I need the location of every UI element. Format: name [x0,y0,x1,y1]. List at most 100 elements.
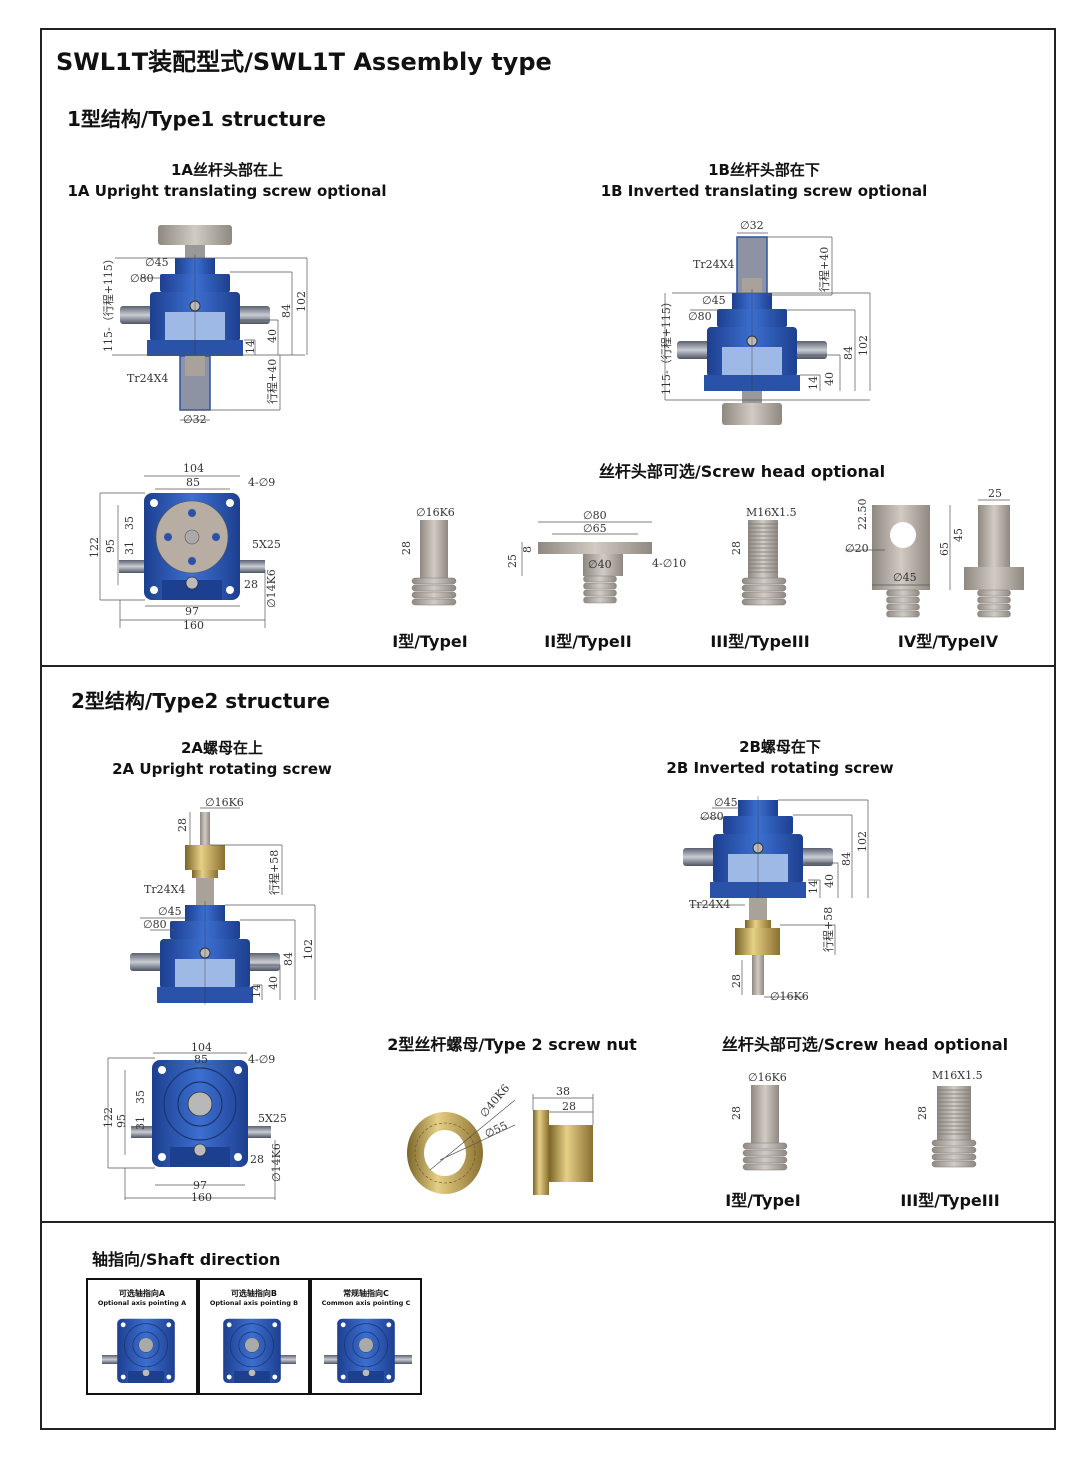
dim: 28 [400,541,413,555]
dim: 28 [916,1106,929,1120]
dim-97: 97 [185,605,199,618]
shaft-direction-thumb-a [102,1318,176,1384]
dim-stroke: 行程+58 [822,907,835,952]
shaft-direction-thumb-c [324,1318,412,1384]
option-c-en: Common axis pointing C [321,1299,411,1307]
dim-shaft: ∅14K6 [270,1143,283,1182]
section-divider [40,665,1056,667]
fig-1a-title: 1A丝杆头部在上 1A Upright translating screw op… [47,160,407,202]
dim-122: 122 [102,1107,115,1128]
fig-2a-title-cn: 2A螺母在上 [180,739,264,757]
fig-2b-title-cn: 2B螺母在下 [739,738,821,756]
nut-body [549,1125,593,1182]
gearbox-bottom-view [151,1059,249,1168]
dim-35: 35 [134,1090,147,1104]
screw-head-type-i-2: ∅16K6 28 [730,1071,788,1171]
dim-160: 160 [191,1191,212,1204]
fig-1b-title-cn: 1B丝杆头部在下 [708,161,820,179]
type-i-label: I型/TypeI [392,632,468,651]
dim-d80: ∅80 [700,810,724,823]
dim: ∅16K6 [416,506,455,519]
shaft-direction-option-c[interactable]: 常规轴指向C Common axis pointing C [310,1278,422,1395]
dim-d80: ∅80 [143,918,167,931]
dim: 28 [562,1100,576,1113]
bottom-view-2: 104 85 4-∅9 122 95 35 31 5X25 28 ∅14K6 9… [102,1041,287,1204]
dim-35: 35 [123,516,136,530]
dim-14: 14 [250,984,263,998]
jack-1b-drawing: ∅32 Tr24X4 行程+40 ∅45 ∅80 115-（行程+115） 10… [660,219,871,425]
dim-d16: ∅16K6 [770,990,809,1003]
dim-104: 104 [183,462,204,475]
fig-2a-title-en: 2A Upright rotating screw [112,760,332,778]
nut-flange [533,1110,549,1195]
screw-nut-drawing: ∅40K6 ∅55 38 28 [407,1082,594,1195]
fig-2a-title: 2A螺母在上 2A Upright rotating screw [62,738,382,780]
dim: 25 [988,487,1002,500]
dim-thread: Tr24X4 [693,258,734,271]
dim-d32: ∅32 [183,413,207,426]
dim-28: 28 [730,974,743,988]
screw-head-heading-2: 丝杆头部可选/Screw head optional [721,1035,1009,1054]
fig-2b-title: 2B螺母在下 2B Inverted rotating screw [620,737,940,779]
dim-shaft: ∅14K6 [265,569,278,608]
bottom-plate [722,403,782,425]
screw-head-type-i: ∅16K6 28 [400,506,457,606]
dim: ∅16K6 [748,1071,787,1084]
dim-102: 102 [295,291,308,312]
dim-104: 104 [191,1041,212,1054]
type-i-label-2: I型/TypeI [725,1191,801,1210]
dim: 25 [506,554,519,568]
dim-d16: ∅16K6 [205,796,244,809]
dim-d45: ∅45 [702,294,726,307]
dim-14: 14 [807,376,820,390]
dim-key: 5X25 [252,538,281,551]
dim-40: 40 [266,329,279,343]
dim: ∅20 [845,542,869,555]
screw-thread [742,278,762,295]
screw-head-type-ii: ∅80 ∅65 8 25 ∅40 4-∅10 [506,509,686,604]
dim-14: 14 [244,340,257,354]
dim-holes: 4-∅9 [248,476,275,489]
type-iii-label: III型/TypeIII [710,632,810,651]
dim-84: 84 [842,346,855,360]
dim-28: 28 [244,578,258,591]
dim-stroke: 行程+58 [268,850,281,895]
screw-head-type-iii: M16X1.5 28 [730,506,797,606]
dim-31: 31 [123,541,136,555]
type2-heading: 2型结构/Type2 structure [71,689,330,713]
type-iv-label: IV型/TypeIV [897,632,999,651]
dim: 65 [938,542,951,556]
dim-28: 28 [176,818,189,832]
dim: 8 [521,546,534,553]
fig-1a-title-en: 1A Upright translating screw optional [67,182,387,200]
dim-102: 102 [857,335,870,356]
type-ii-label: II型/TypeII [544,632,632,651]
option-b-en: Optional axis pointing B [209,1299,299,1307]
shaft-direction-option-a[interactable]: 可选轴指向A Optional axis pointing A [86,1278,198,1395]
page-frame [40,28,1056,1430]
dim: ∅65 [583,522,607,535]
shaft-left [102,1355,130,1364]
type1-heading: 1型结构/Type1 structure [67,107,326,131]
screw-head-type-iii-2: M16X1.5 28 [916,1069,983,1168]
dim-thread: Tr24X4 [127,372,168,385]
dim-40: 40 [823,874,836,888]
jack-2b-drawing: ∅45 ∅80 102 84 40 14 Tr24X4 行程+58 28 ∅16… [682,795,869,1003]
dim-31: 31 [134,1116,147,1130]
shaft-direction-option-b[interactable]: 可选轴指向B Optional axis pointing B [198,1278,310,1395]
dim-total: 115-（行程+115） [660,296,673,395]
dim-28: 28 [250,1153,264,1166]
page-title: SWL1T装配型式/SWL1T Assembly type [56,48,552,76]
dim-84: 84 [280,304,293,318]
screw-head-heading: 丝杆头部可选/Screw head optional [598,462,886,481]
dim: 45 [952,528,965,542]
dim-d45: ∅45 [158,905,182,918]
dim-85: 85 [194,1053,208,1066]
dim-d80: ∅80 [688,310,712,323]
option-a-en: Optional axis pointing A [97,1299,187,1307]
dim-thread: Tr24X4 [144,883,185,896]
dim-160: 160 [183,619,204,632]
fig-1b-title-en: 1B Inverted translating screw optional [600,182,928,200]
